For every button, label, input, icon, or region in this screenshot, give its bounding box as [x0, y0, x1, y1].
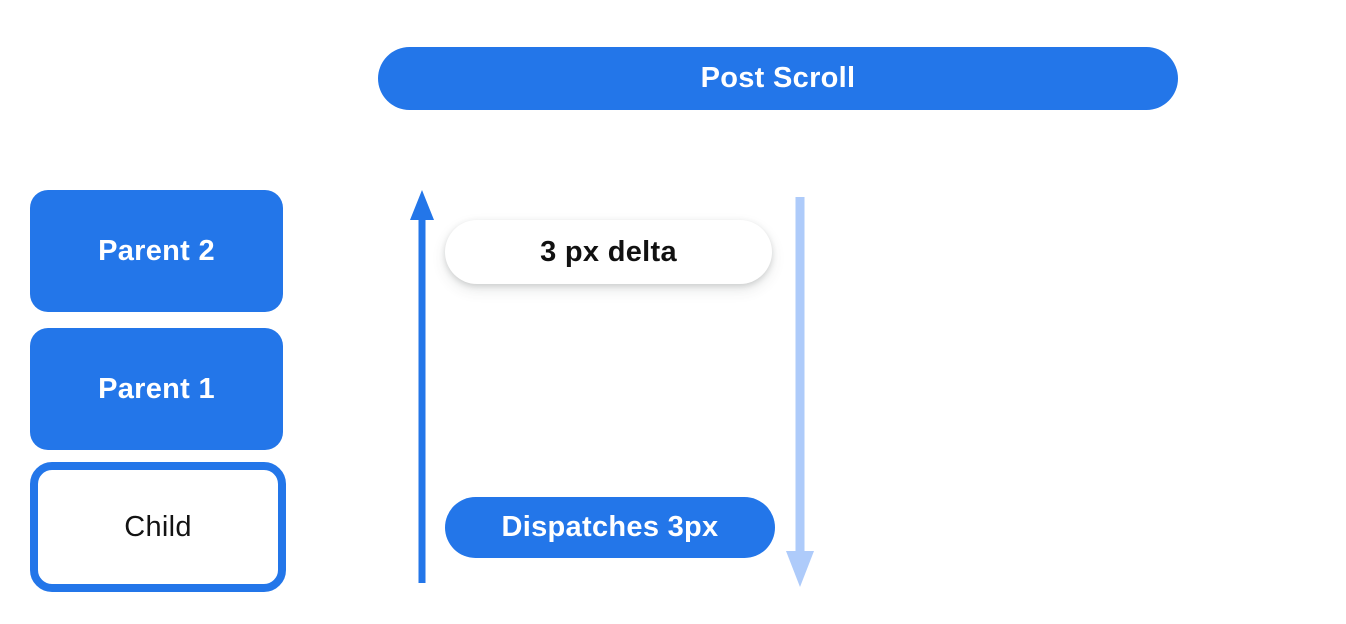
parent-2-label: Parent 2: [98, 234, 215, 267]
child-box: Child: [30, 462, 286, 592]
parent-1-box: Parent 1: [30, 328, 283, 450]
post-scroll-banner: Post Scroll: [378, 47, 1178, 110]
delta-badge: 3 px delta: [445, 220, 772, 284]
dispatch-badge-label: Dispatches 3px: [501, 511, 719, 543]
down-arrow-head: [786, 551, 814, 587]
parent-2-box: Parent 2: [30, 190, 283, 312]
dispatch-badge: Dispatches 3px: [445, 497, 775, 558]
child-label: Child: [124, 510, 192, 543]
down-arrow-icon: [786, 197, 814, 587]
up-arrow-head: [410, 190, 434, 220]
up-arrow-icon: [410, 190, 434, 583]
delta-badge-label: 3 px delta: [540, 235, 677, 268]
post-scroll-banner-label: Post Scroll: [700, 62, 856, 94]
parent-1-label: Parent 1: [98, 372, 215, 405]
